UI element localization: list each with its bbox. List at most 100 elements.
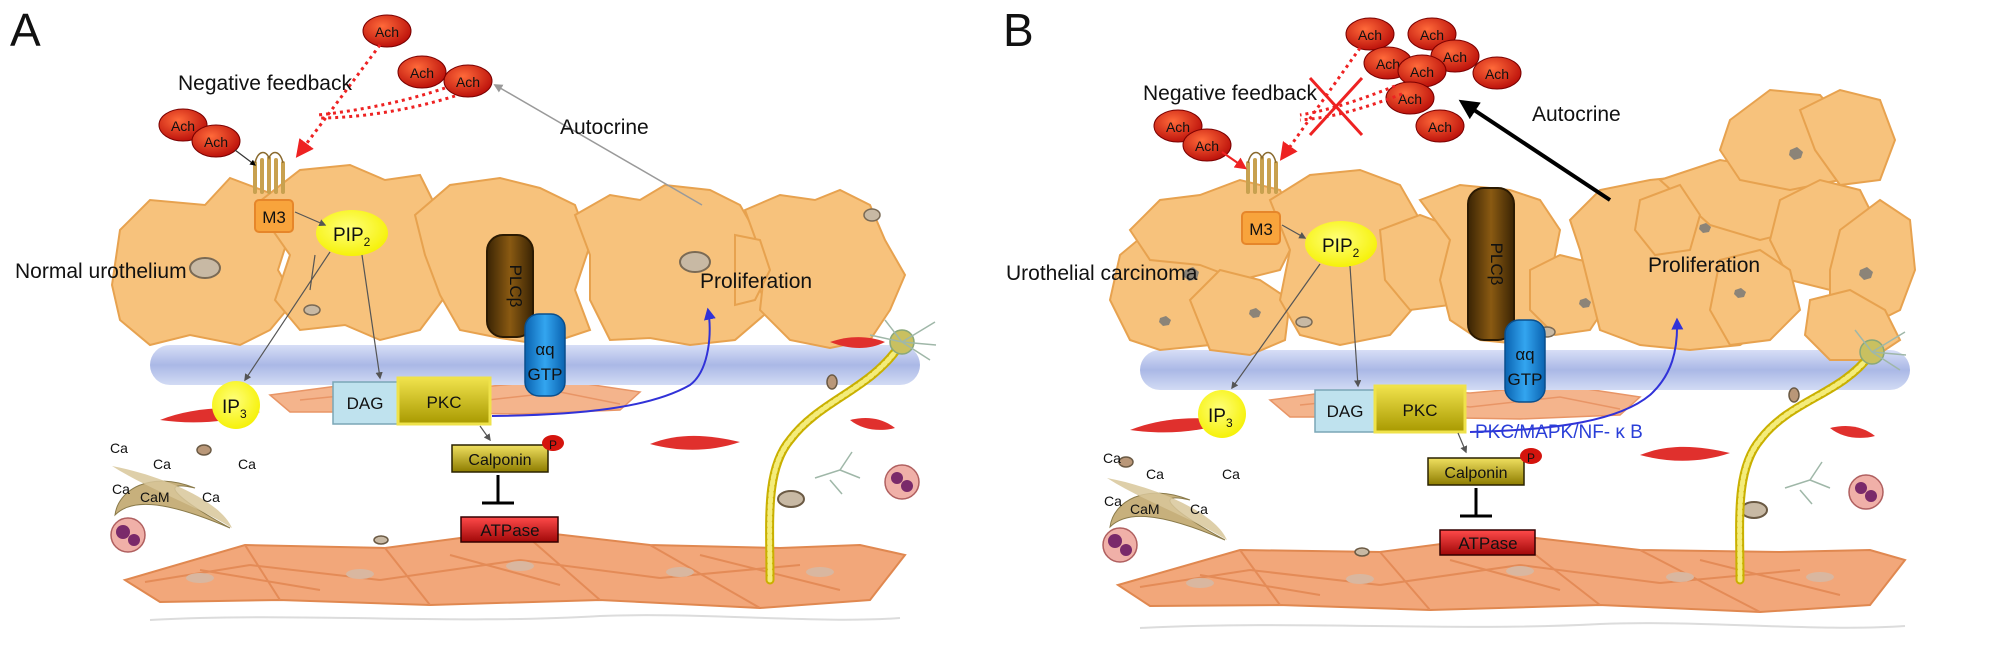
ach-molecule: Ach [397, 55, 447, 89]
panel-b: B [1003, 4, 1917, 629]
negative-feedback-arrows [295, 44, 456, 158]
plcb-label: PLCβ [506, 265, 525, 308]
plcb-enzyme: PLCβ [1467, 187, 1515, 341]
ach-molecule: Ach [1182, 128, 1232, 162]
svg-text:Ach: Ach [410, 65, 434, 81]
ca-ion: Ca [110, 440, 128, 456]
m3-receptor-icon: M3 [1241, 151, 1281, 245]
svg-text:Ach: Ach [1410, 64, 1434, 80]
dag-pkc-complex: DAG PKC [332, 376, 492, 426]
dag-pkc-complex: DAG PKC [1314, 384, 1467, 434]
immune-cell-icon [110, 464, 920, 553]
cam-label: CaM [1130, 501, 1160, 517]
panel-a: A [10, 4, 937, 621]
svg-text:Ach: Ach [1428, 119, 1452, 135]
pip2-label: PIP [333, 225, 364, 246]
svg-text:PIP2: PIP2 [1322, 236, 1360, 260]
inhibition-bar-icon [1460, 488, 1492, 518]
svg-text:Ach: Ach [1485, 66, 1509, 82]
calmodulin-crescent-icon [112, 466, 232, 529]
atpase-node: ATPase [1439, 529, 1536, 556]
svg-text:Ach: Ach [171, 118, 195, 134]
panel-letter: B [1003, 4, 1034, 56]
ip3-node: IP3 [212, 381, 260, 429]
negative-feedback-label: Negative feedback [178, 72, 352, 95]
autocrine-arrow [1458, 99, 1612, 202]
ach-molecule: Ach [362, 14, 412, 48]
ca-ion: Ca [1222, 466, 1240, 482]
immune-cell-icon [1102, 474, 1884, 563]
autocrine-label: Autocrine [1532, 103, 1621, 126]
m3-receptor-icon: M3 [253, 151, 294, 233]
pip2-node: PIP2 [316, 210, 388, 256]
svg-text:PIP2: PIP2 [333, 225, 371, 249]
ach-molecule: Ach [1415, 109, 1465, 143]
svg-text:Ach: Ach [1376, 56, 1400, 72]
svg-text:IP3: IP3 [222, 397, 247, 421]
pip2-label: PIP [1322, 236, 1353, 257]
autocrine-label: Autocrine [560, 116, 649, 139]
svg-text:Ach: Ach [456, 74, 480, 90]
smooth-muscle-layer [1115, 533, 1907, 614]
svg-text:Ach: Ach [1166, 119, 1190, 135]
ca-ion: Ca [153, 456, 171, 472]
nerve-fiber-icon [765, 319, 937, 585]
gq-gtp-label: GTP [1508, 370, 1543, 389]
svg-text:Ach: Ach [1420, 27, 1444, 43]
ca-ion: Ca [1103, 450, 1121, 466]
ach-molecule: Ach [1472, 56, 1522, 90]
negative-feedback-label: Negative feedback [1143, 82, 1317, 105]
signal-lines [244, 211, 491, 442]
ca-ion: Ca [238, 456, 256, 472]
negative-feedback-arrows [1279, 47, 1403, 161]
dag-label: DAG [1327, 402, 1364, 421]
proliferation-arrow [1469, 317, 1684, 433]
m3-label: M3 [1249, 220, 1273, 239]
pathway-label: PKC/MAPK/NF- κ B [1475, 422, 1643, 443]
atpase-node: ATPase [460, 516, 559, 543]
ca-ion: Ca [202, 489, 220, 505]
pkc-label: PKC [1403, 401, 1438, 420]
proliferation-label: Proliferation [1648, 254, 1760, 277]
g-alpha-q-protein: αq GTP [524, 313, 566, 397]
phospho-label: P [549, 438, 557, 452]
tissue-label: Normal urothelium [15, 260, 187, 283]
dag-label: DAG [347, 394, 384, 413]
proliferation-arrow [491, 307, 716, 417]
atpase-label: ATPase [480, 521, 539, 540]
svg-text:Ach: Ach [204, 134, 228, 150]
svg-text:Ach: Ach [1195, 138, 1219, 154]
pip2-node: PIP2 [1305, 221, 1377, 267]
svg-text:Ach: Ach [375, 24, 399, 40]
blocked-cross-icon [1308, 76, 1364, 137]
ip3-label: IP [1208, 406, 1226, 427]
pip2-subscript: 2 [1353, 246, 1360, 260]
nerve-fiber-icon [1735, 329, 1907, 585]
m3-label: M3 [262, 208, 286, 227]
signal-lines [1231, 224, 1468, 454]
calponin-label: Calponin [468, 452, 531, 469]
ach-molecule: Ach [1345, 17, 1395, 51]
autocrine-arrow [493, 84, 703, 206]
svg-text:Ach: Ach [1398, 91, 1422, 107]
ach-molecule: Ach [1385, 81, 1435, 115]
fibroblast-icon [160, 337, 895, 450]
ca-ion: Ca [1146, 466, 1164, 482]
calponin-node: Calponin P [1427, 448, 1542, 486]
gq-top-label: αq [1515, 345, 1534, 364]
plcb-label: PLCβ [1487, 243, 1506, 286]
ca-ion: Ca [1104, 493, 1122, 509]
atpase-label: ATPase [1458, 534, 1517, 553]
g-alpha-q-protein: αq GTP [1504, 319, 1546, 403]
gq-gtp-label: GTP [528, 365, 563, 384]
calponin-node: Calponin P [451, 435, 564, 473]
tissue-label: Urothelial carcinoma [1006, 262, 1198, 285]
ip3-subscript: 3 [240, 407, 247, 421]
plcb-enzyme: PLCβ [486, 234, 534, 338]
cell-nuclei [1159, 147, 1873, 338]
calmodulin-crescent-icon [1107, 478, 1227, 541]
cam-label: CaM [140, 489, 170, 505]
svg-text:IP3: IP3 [1208, 406, 1233, 430]
svg-text:Ach: Ach [1358, 27, 1382, 43]
panel-letter: A [10, 4, 41, 56]
